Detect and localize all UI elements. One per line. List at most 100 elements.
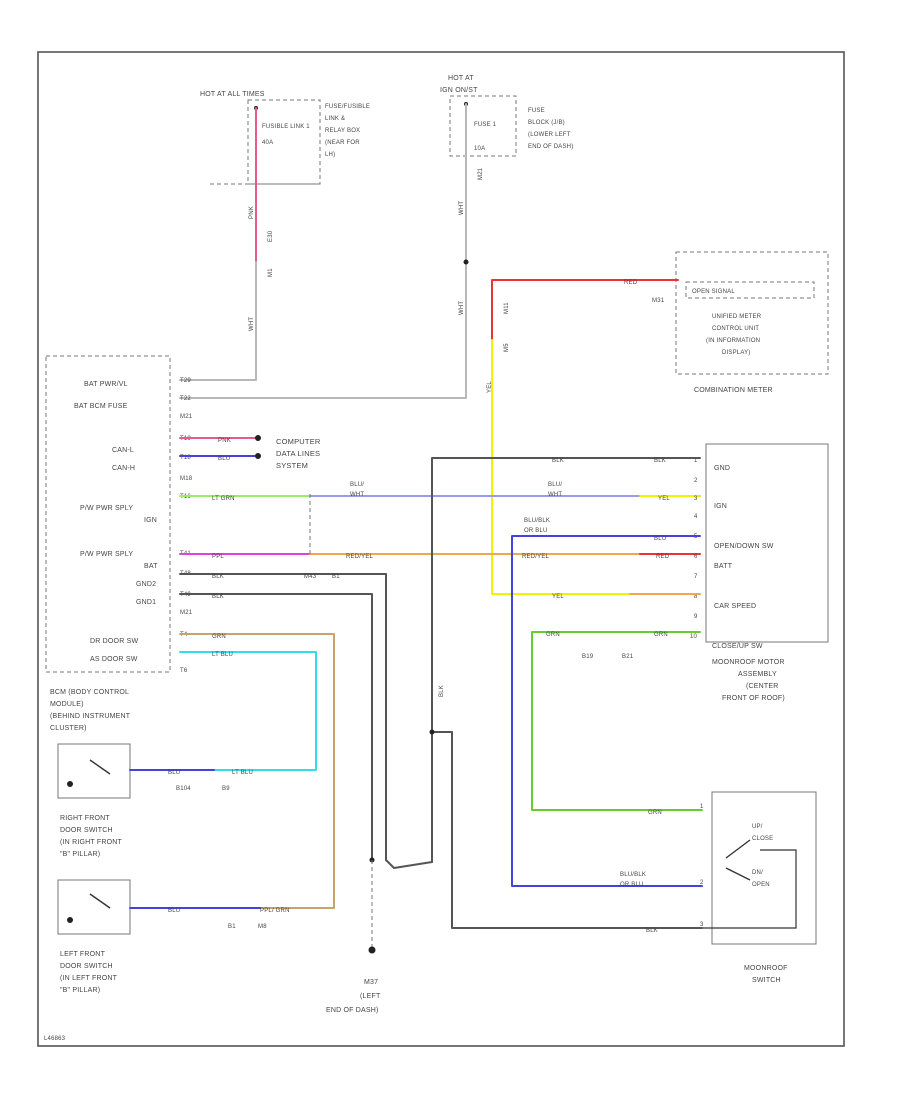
switch-pin-nums: 1 2 3: [700, 804, 704, 928]
conn-b1-gnd: B1: [332, 574, 340, 580]
diagram-frame: [37, 51, 845, 1047]
wire-label-red: RED: [624, 280, 638, 286]
wire-blk-gnd2: [179, 573, 387, 861]
svg-text:FUSE/FUSIBLE: FUSE/FUSIBLE: [325, 104, 370, 110]
svg-text:(CENTER: (CENTER: [746, 683, 779, 690]
moonroof-switch-title: MOONROOF SWITCH: [744, 965, 788, 984]
conn-b19: B19: [582, 654, 594, 660]
conn-m43: M43: [304, 574, 317, 580]
svg-text:(IN LEFT FRONT: (IN LEFT FRONT: [60, 975, 118, 982]
svg-text:CONTROL UNIT: CONTROL UNIT: [712, 326, 759, 332]
splice-dot: [463, 259, 469, 265]
wire-wht-bcm-t22: [179, 103, 467, 399]
svg-text:BLU/: BLU/: [548, 482, 562, 488]
svg-text:T18: T18: [180, 455, 191, 461]
wire-label-grn-3: GRN: [648, 810, 662, 816]
svg-text:T22: T22: [180, 396, 191, 402]
svg-text:SWITCH: SWITCH: [752, 977, 781, 984]
fuse-box-desc: FUSE/FUSIBLE LINK & RELAY BOX (NEAR FOR …: [325, 104, 370, 158]
wire-red-meter: [491, 279, 679, 341]
meter-title: COMBINATION METER: [694, 387, 773, 394]
svg-text:FUSE: FUSE: [528, 108, 545, 114]
svg-text:DOOR SWITCH: DOOR SWITCH: [60, 963, 113, 970]
hot-acc-label: HOT AT ALL TIMES: [200, 91, 265, 98]
svg-text:P/W PWR SPLY: P/W PWR SPLY: [80, 551, 133, 558]
conn-m11: M11: [504, 302, 510, 314]
meter-desc: UNIFIED METER CONTROL UNIT (IN INFORMATI…: [706, 314, 762, 356]
moonroof-motor-pins: GND IGN OPEN/DOWN SW BATT CAR SPEED CLOS…: [712, 465, 774, 650]
moonroof-switch-box: [711, 791, 817, 945]
svg-text:T29: T29: [180, 378, 191, 384]
svg-text:FRONT OF ROOF): FRONT OF ROOF): [722, 695, 785, 702]
ground-point: [368, 946, 376, 954]
svg-text:(LOWER LEFT: (LOWER LEFT: [528, 132, 571, 138]
svg-text:IGN ON/ST: IGN ON/ST: [440, 87, 478, 94]
left-door-desc: LEFT FRONT DOOR SWITCH (IN LEFT FRONT "B…: [60, 951, 118, 994]
bcm-desc: BCM (BODY CONTROL MODULE) (BEHIND INSTRU…: [50, 689, 131, 732]
ground-id: M37: [364, 979, 378, 986]
wire-label-blu-can: BLU: [218, 456, 230, 462]
meter-inner-box: [685, 281, 815, 299]
svg-text:2: 2: [700, 880, 704, 886]
meter-outline: [675, 251, 829, 375]
right-door-desc: RIGHT FRONT DOOR SWITCH (IN RIGHT FRONT …: [60, 815, 123, 858]
svg-text:4: 4: [694, 514, 698, 520]
svg-text:GND: GND: [714, 465, 730, 472]
left-door-switch-box: [57, 879, 131, 935]
gnd-splice-1: [429, 729, 435, 735]
wire-label-blk-3: BLK: [439, 685, 445, 697]
svg-text:AS DOOR SW: AS DOOR SW: [90, 656, 138, 663]
wire-label-red-yel-2: RED/YEL: [522, 554, 550, 560]
svg-text:BATT: BATT: [714, 563, 733, 570]
svg-text:(IN RIGHT FRONT: (IN RIGHT FRONT: [60, 839, 123, 846]
svg-text:GND1: GND1: [136, 599, 156, 606]
svg-text:RIGHT FRONT: RIGHT FRONT: [60, 815, 110, 822]
left-door-contact: [89, 893, 111, 909]
wire-label-wht-1: WHT: [249, 317, 255, 331]
wire-label-blk-sw: BLK: [646, 928, 658, 934]
wire-blk-gnd1: [179, 593, 373, 861]
svg-text:OPEN: OPEN: [752, 882, 770, 888]
wire-label-blu-rd: BLU: [168, 770, 180, 776]
svg-text:CLOSE: CLOSE: [752, 836, 773, 842]
fusible-link-label: FUSIBLE LINK 1: [262, 124, 310, 130]
svg-text:GND2: GND2: [136, 581, 156, 588]
conn-m1: M1: [268, 268, 274, 277]
conn-e30: E30: [268, 230, 274, 242]
svg-text:MOONROOF: MOONROOF: [744, 965, 788, 972]
svg-text:MOONROOF MOTOR: MOONROOF MOTOR: [712, 659, 785, 666]
wire-label-blu-ld: BLU: [168, 908, 180, 914]
wire-label-blu-blk-1: BLU/BLK OR BLU: [524, 518, 550, 534]
wire-label-pnk-can: PNK: [218, 438, 231, 444]
svg-text:"B" PILLAR): "B" PILLAR): [60, 987, 100, 994]
wire-label-lt-blu: LT BLU: [212, 652, 233, 658]
wire-label-ppl: PPL: [212, 554, 224, 560]
svg-text:UP/: UP/: [752, 824, 763, 830]
wire-label-lt-grn: LT GRN: [212, 496, 235, 502]
svg-text:DOOR SWITCH: DOOR SWITCH: [60, 827, 113, 834]
wire-grn-close-sw: [531, 631, 703, 811]
svg-text:1: 1: [694, 458, 698, 464]
wire-lt-blu-as: [179, 651, 317, 771]
wire-label-lt-blu-rd: LT BLU: [232, 770, 253, 776]
svg-text:3: 3: [694, 496, 698, 502]
data-lines-label: COMPUTER DATA LINES SYSTEM: [276, 437, 321, 470]
svg-text:OR BLU: OR BLU: [524, 528, 548, 534]
svg-text:1: 1: [700, 804, 704, 810]
switch-up-close-label: UP/ CLOSE: [752, 824, 773, 842]
switch-common: [702, 849, 797, 929]
svg-text:SYSTEM: SYSTEM: [276, 461, 308, 470]
svg-text:CLUSTER): CLUSTER): [50, 725, 87, 732]
svg-text:9: 9: [694, 614, 698, 620]
svg-text:DN/: DN/: [752, 870, 763, 876]
svg-text:MODULE): MODULE): [50, 701, 84, 708]
wire-label-blk-2: BLK: [654, 458, 666, 464]
conn-m31: M31: [652, 298, 665, 304]
svg-text:3: 3: [700, 922, 704, 928]
wire-label-ppl-grn-ld: PPL/ GRN: [260, 908, 290, 914]
conn-m5: M5: [504, 343, 510, 352]
wire-wht-bcm-t29: [179, 261, 257, 381]
svg-text:P/W PWR SPLY: P/W PWR SPLY: [80, 505, 133, 512]
svg-text:7: 7: [694, 574, 698, 580]
wire-label-blk-gnd2: BLK: [212, 574, 224, 580]
